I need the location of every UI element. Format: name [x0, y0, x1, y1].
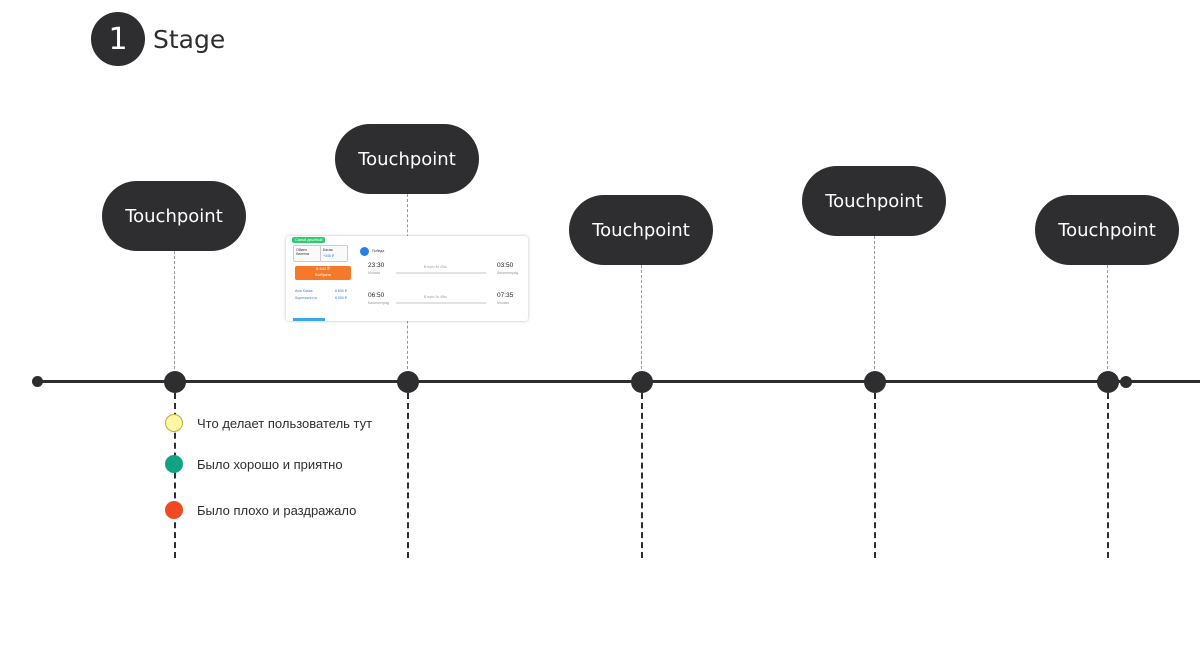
legend-label: Было плохо и раздражало — [197, 502, 357, 518]
option-baggage-label: Багаж — [323, 248, 333, 252]
connector-1-upper — [174, 251, 175, 369]
airline-name: Победа — [372, 249, 385, 253]
buy-label: Выбрать — [314, 272, 332, 277]
provider-2-price: 6 900 ₽ — [335, 296, 347, 300]
connector-4-lower — [874, 393, 876, 558]
timeline-node-2 — [397, 371, 419, 393]
timeline-node-1 — [164, 371, 186, 393]
connector-5-upper — [1107, 265, 1108, 369]
flight-1-arrival: 03:50 — [497, 262, 514, 269]
connector-5-lower — [1107, 393, 1109, 558]
legend-label: Что делает пользователь тут — [197, 415, 373, 431]
cheapest-badge: Самый дешёвый — [292, 237, 326, 243]
touchpoint-3: Touchpoint — [569, 195, 713, 265]
flight-1-route-bar — [396, 272, 486, 274]
airline-logo-icon — [360, 247, 369, 256]
flight-2-departure: 06:50 — [368, 292, 385, 299]
timeline-start-dot — [32, 376, 43, 387]
timeline-node-5 — [1097, 371, 1119, 393]
buy-button: 6 642 ₽ Выбрать — [295, 266, 351, 280]
legend-label: Было хорошо и приятно — [197, 456, 343, 472]
option-pill-exchange: Обмен билетов — [293, 245, 321, 262]
stage-number-badge: 1 — [91, 12, 145, 66]
flight-1-duration: В пути 4ч 20м — [424, 265, 447, 269]
stage-header: 1 Stage — [91, 12, 225, 66]
flight-1-from: Москва — [368, 271, 380, 275]
connector-1-lower — [174, 393, 176, 558]
touchpoint-2: Touchpoint — [335, 124, 479, 194]
legend-item-negative: Было плохо и раздражало — [165, 501, 356, 519]
touchpoint-5: Touchpoint — [1035, 195, 1179, 265]
legend-dot-yellow — [165, 414, 183, 432]
provider-1-price: 6 800 ₽ — [335, 289, 347, 293]
timeline-axis — [37, 380, 1200, 383]
flight-1-to: Калининград — [497, 271, 519, 275]
connector-4-upper — [874, 236, 875, 369]
timeline-end-dot — [1120, 376, 1132, 388]
flight-search-screenshot: Самый дешёвый Обмен билетов Багаж +345 ₽… — [286, 236, 528, 321]
flight-1-departure: 23:30 — [368, 262, 385, 269]
option-pill-baggage: Багаж +345 ₽ — [320, 245, 348, 262]
timeline-node-3 — [631, 371, 653, 393]
touchpoint-1: Touchpoint — [102, 181, 246, 251]
connector-2-lower — [407, 393, 409, 558]
legend-dot-green — [165, 455, 183, 473]
legend-dot-red — [165, 501, 183, 519]
buy-price: 6 642 ₽ — [316, 266, 330, 271]
provider-1: Avia Kassa — [295, 289, 313, 293]
option-exchange-label: Обмен билетов — [296, 248, 310, 256]
flight-2-from: Калининград — [368, 301, 390, 305]
option-baggage-price: +345 ₽ — [323, 254, 335, 258]
connector-3-lower — [641, 393, 643, 558]
flight-2-to: Москва — [497, 301, 509, 305]
flight-2-arrival: 07:35 — [497, 292, 514, 299]
stage-title: Stage — [153, 24, 226, 54]
connector-3-upper — [641, 265, 642, 369]
flight-2-duration: В пути 2ч 45м — [424, 295, 447, 299]
provider-2: Supersaver.ru — [295, 296, 317, 300]
timeline-node-4 — [864, 371, 886, 393]
touchpoint-4: Touchpoint — [802, 166, 946, 236]
legend-item-positive: Было хорошо и приятно — [165, 455, 343, 473]
flight-2-route-bar — [396, 302, 486, 304]
active-tab-underline — [293, 318, 325, 321]
legend-item-user-action: Что делает пользователь тут — [165, 414, 372, 432]
